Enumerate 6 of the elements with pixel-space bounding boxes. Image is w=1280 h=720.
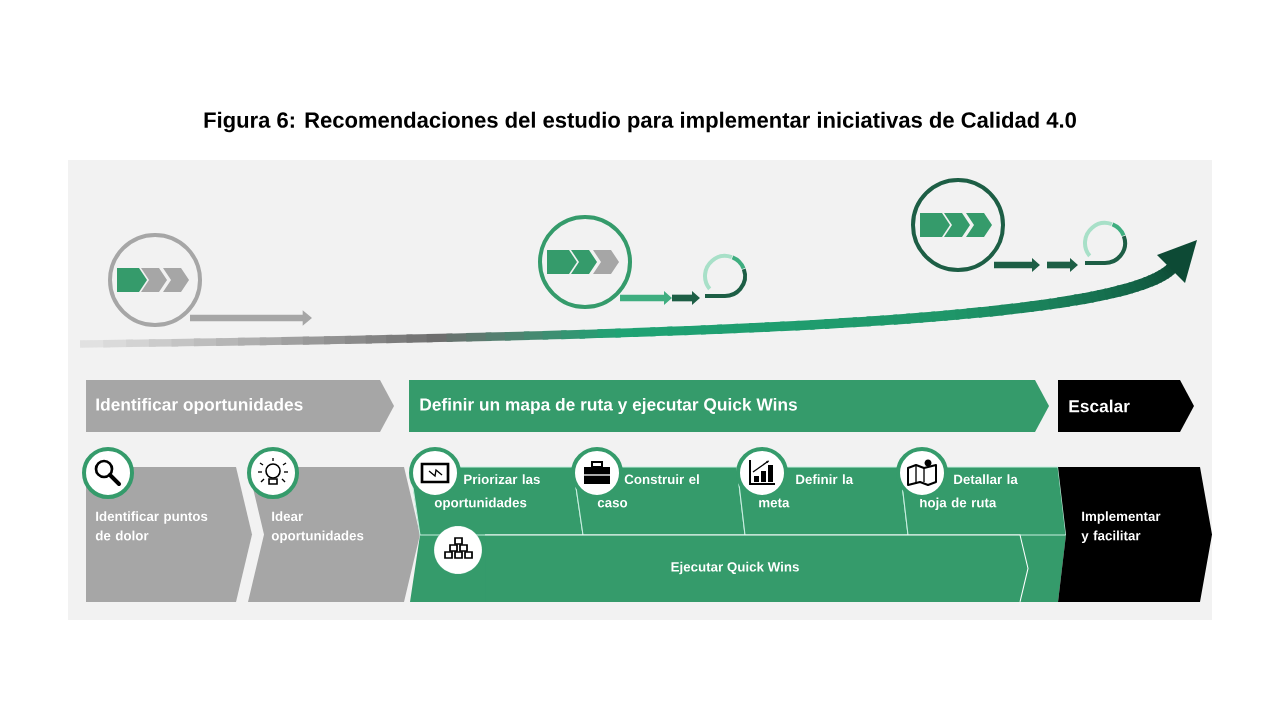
phase-banner: Definir un mapa de ruta y ejecutar Quick Wins	[409, 380, 1049, 432]
title: Figura 6: Recomendaciones del estudio para implementar iniciativas de Calidad 4.0	[204, 111, 1076, 133]
node-label: Ejecutar Quick Wins	[671, 561, 799, 575]
phase-banner: Identificar oportunidades	[86, 380, 394, 432]
phase-banner: Escalar	[1058, 380, 1194, 432]
step-panel: Implementar y facilitar	[1058, 467, 1212, 602]
